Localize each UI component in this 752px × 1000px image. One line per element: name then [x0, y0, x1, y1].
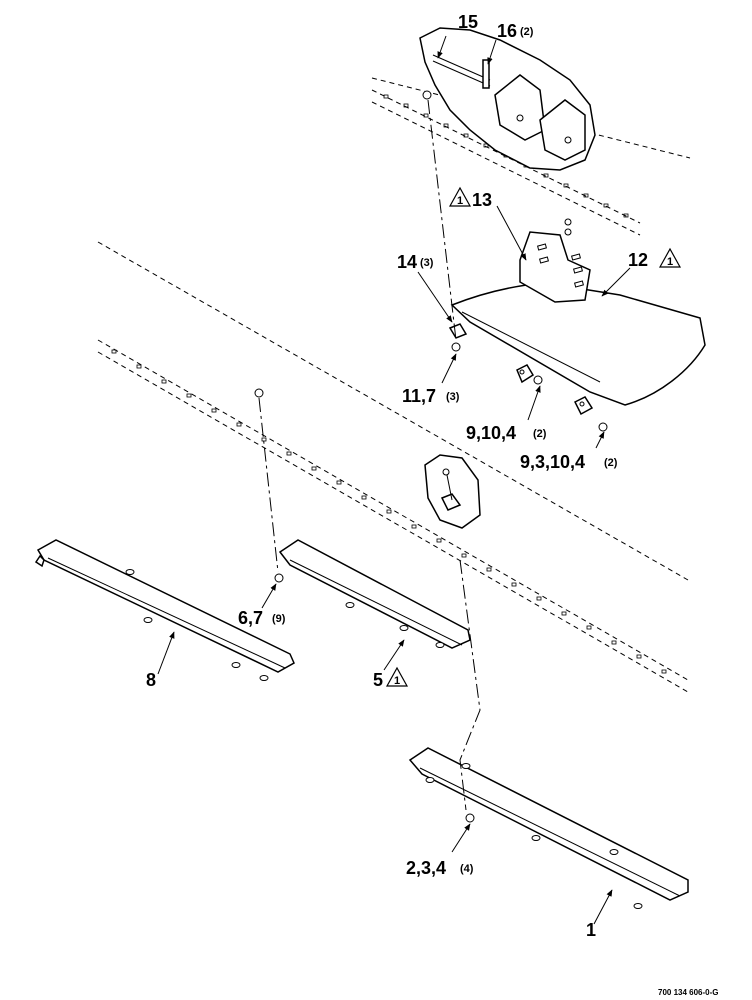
callout-15: 15	[458, 12, 478, 32]
detail-cutaway-top	[419, 27, 596, 171]
callout-14-qty: (3)	[420, 257, 434, 269]
callout-13: 13	[472, 190, 492, 210]
callout-12: 12	[628, 250, 648, 270]
fasteners-upper	[422, 90, 608, 432]
callout-11-7: 11,7	[402, 386, 436, 406]
callout-16: 16	[497, 21, 517, 41]
svg-text:1: 1	[457, 195, 463, 207]
revision-marker-5: 1	[385, 666, 409, 687]
callout-1: 1	[586, 920, 596, 940]
guide-item-8	[34, 539, 295, 681]
callout-6-7-qty: (9)	[272, 613, 286, 625]
revision-marker-13: 1	[448, 186, 472, 207]
guide-item-5	[278, 539, 471, 649]
callout-9-10-4-qty: (2)	[533, 428, 547, 440]
callout-2-3-4-qty: (4)	[460, 863, 474, 875]
callout-8: 8	[146, 670, 156, 690]
centerline-2-3-4	[459, 559, 481, 811]
callout-11-7-qty: (3)	[446, 391, 460, 403]
centerline-14	[427, 99, 457, 341]
callout-9-3-10-4-qty: (2)	[604, 457, 618, 469]
centerline-6-7	[258, 397, 279, 573]
belt-guide-item-12	[448, 218, 706, 416]
guide-item-1	[408, 747, 689, 909]
lower-frame-phantom	[97, 241, 689, 693]
leader-arrows	[157, 35, 631, 925]
callout-9-10-4: 9,10,4	[466, 423, 516, 443]
callout-14: 14	[397, 252, 417, 272]
callout-16-qty: (2)	[520, 26, 534, 38]
revision-marker-12: 1	[658, 247, 682, 268]
detail-cutaway-middle	[424, 454, 481, 529]
drawing-number: 700 134 606-0-G	[658, 988, 719, 997]
svg-text:1: 1	[394, 675, 400, 687]
fasteners-lower	[254, 388, 475, 823]
callout-5: 5	[373, 670, 383, 690]
callout-9-3-10-4: 9,3,10,4	[520, 452, 585, 472]
callout-2-3-4: 2,3,4	[406, 858, 446, 878]
callout-6-7: 6,7	[238, 608, 263, 628]
svg-text:1: 1	[667, 256, 673, 268]
